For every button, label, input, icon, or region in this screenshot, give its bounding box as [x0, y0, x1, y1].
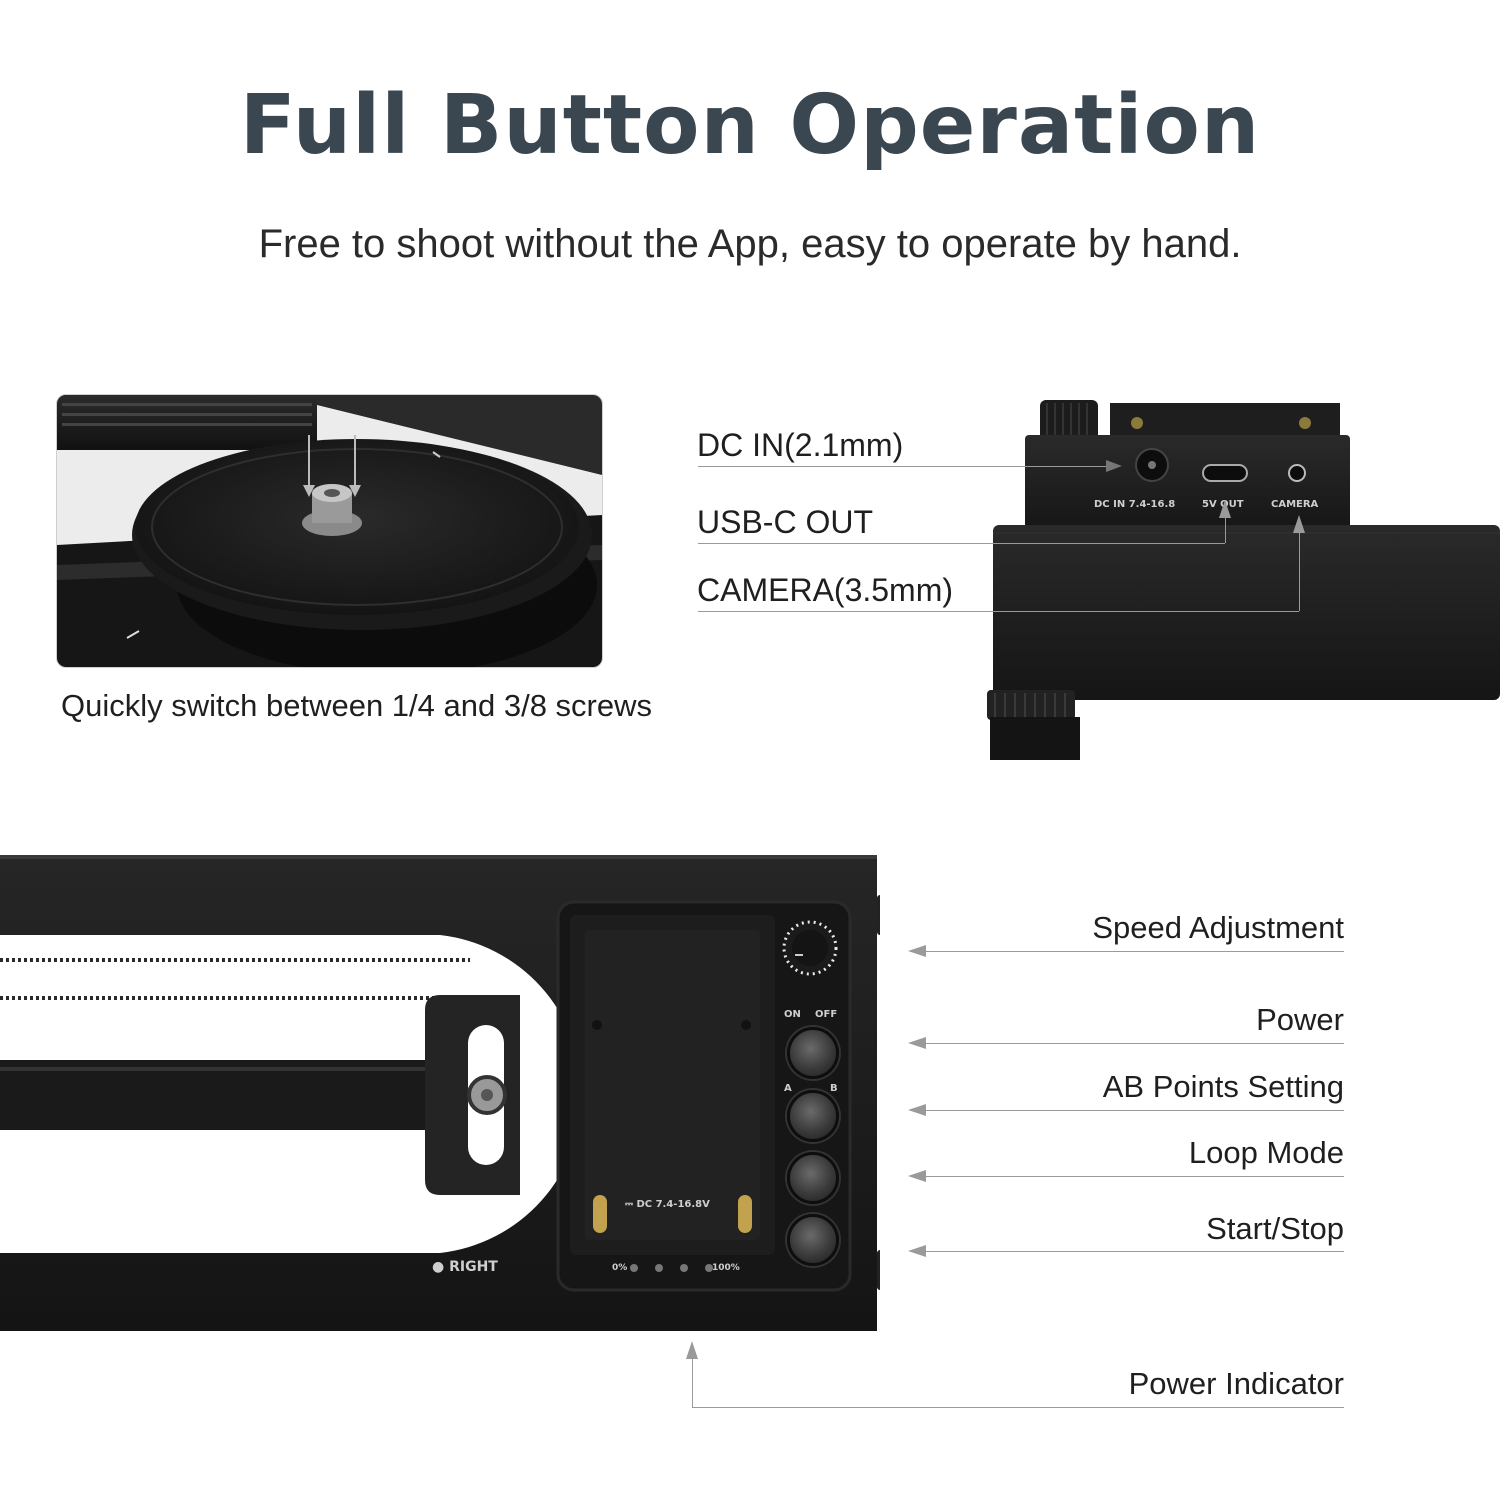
callout-indicator-vline: [692, 1348, 693, 1407]
battery-voltage-label: ⎓ DC 7.4-16.8V: [625, 1199, 710, 1210]
label-high: 100%: [712, 1263, 740, 1273]
callout-dc-in: DC IN(2.1mm): [697, 427, 904, 463]
mount-plate-caption: Quickly switch between 1/4 and 3/8 screw…: [61, 688, 652, 723]
label-low: 0%: [612, 1263, 628, 1273]
callout-power: Power: [1256, 1002, 1344, 1037]
callout-start-stop: Start/Stop: [1206, 1211, 1344, 1246]
callout-ab-points: AB Points Setting: [1102, 1069, 1344, 1104]
callout-start-stop-line: [920, 1251, 1344, 1252]
callout-speed-adjustment: Speed Adjustment: [1092, 910, 1344, 945]
callout-start-stop-arrow: [908, 1245, 926, 1257]
label-a: A: [784, 1083, 792, 1094]
callout-ab-arrow: [908, 1104, 926, 1116]
label-on: ON: [784, 1009, 801, 1020]
callout-speed-arrow: [908, 945, 926, 957]
page-title: Full Button Operation: [239, 78, 1261, 173]
callout-camera-line: [698, 611, 1299, 612]
port-label-dc-in: DC IN 7.4-16.8: [1094, 499, 1176, 510]
callout-power-arrow: [908, 1037, 926, 1049]
callout-power-indicator: Power Indicator: [1128, 1366, 1344, 1401]
port-panel-illustration: [987, 400, 1500, 760]
callout-power-line: [920, 1043, 1344, 1044]
mount-plate-photo: [56, 394, 603, 668]
callout-usb-c-arrow: [1219, 500, 1231, 518]
callout-ab-line: [920, 1110, 1344, 1111]
ab-points-button[interactable]: [787, 1090, 839, 1142]
callout-speed-line: [920, 951, 1344, 952]
callout-loop-mode: Loop Mode: [1188, 1135, 1344, 1170]
callout-camera-arrow: [1293, 515, 1305, 533]
direction-label: ● RIGHT: [432, 1259, 498, 1275]
mount-plate-illustration: [57, 395, 602, 667]
callout-usb-c-vline: [1225, 505, 1226, 543]
power-button[interactable]: [787, 1027, 839, 1079]
label-off: OFF: [815, 1009, 838, 1020]
callout-camera-vline: [1299, 520, 1300, 611]
page-subtitle: Free to shoot without the App, easy to o…: [258, 222, 1242, 266]
port-panel-photo: DC IN 7.4-16.8 5V OUT CAMERA: [985, 395, 1500, 760]
callout-loop-arrow: [908, 1170, 926, 1182]
callout-indicator-line: [692, 1407, 1344, 1408]
control-panel-photo: ON OFF A B ⎓ DC 7.4-16.8V 0% 100% ● RIGH…: [0, 855, 885, 1333]
callout-dc-in-arrow: [1106, 460, 1122, 472]
loop-mode-button[interactable]: [787, 1152, 839, 1204]
port-label-camera: CAMERA: [1271, 499, 1319, 510]
callout-camera: CAMERA(3.5mm): [697, 572, 954, 608]
control-panel-illustration: [0, 855, 885, 1331]
callout-dc-in-line: [698, 466, 1108, 467]
callout-usb-c-out: USB-C OUT: [697, 504, 873, 540]
speed-dial[interactable]: [784, 922, 836, 974]
start-stop-button[interactable]: [787, 1214, 839, 1266]
callout-usb-c-line: [698, 543, 1225, 544]
label-b: B: [830, 1083, 838, 1094]
callout-loop-line: [920, 1176, 1344, 1177]
callout-indicator-arrow: [686, 1341, 698, 1359]
